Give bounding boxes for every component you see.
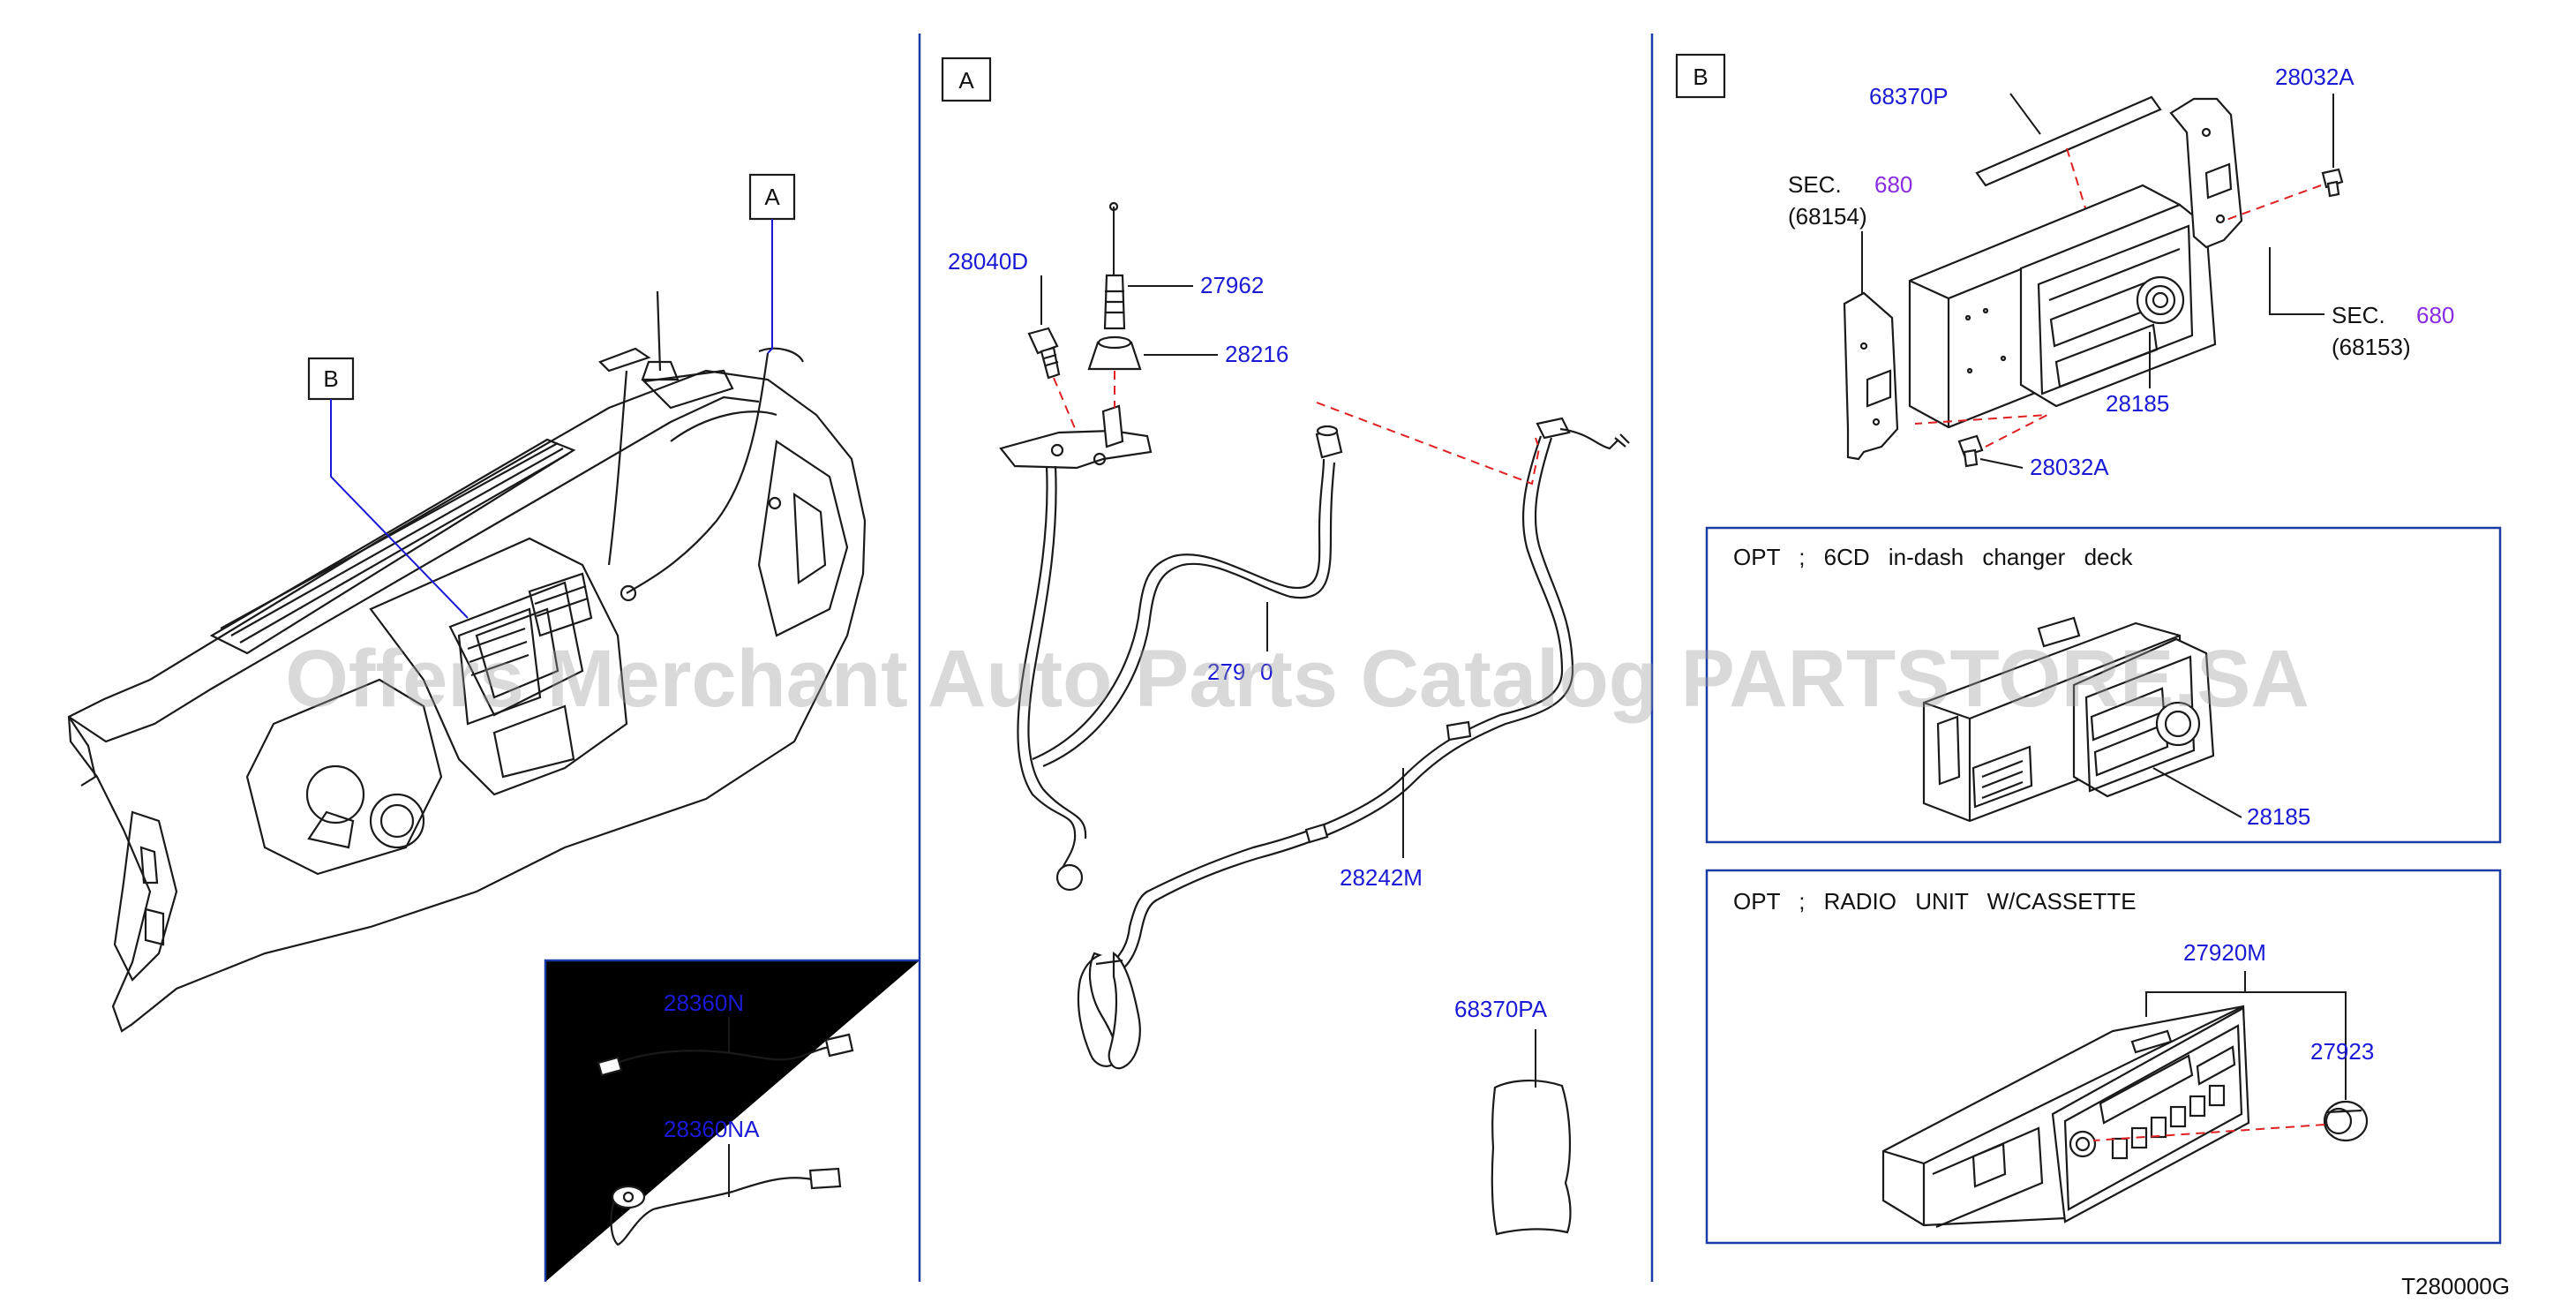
callout-b-label: B: [323, 365, 338, 392]
ground-strap-28360n: [597, 1033, 854, 1077]
part-28185-main[interactable]: 28185: [2106, 390, 2169, 417]
callout-b[interactable]: B: [307, 357, 355, 401]
part-28032a-bottom[interactable]: 28032A: [2030, 454, 2109, 480]
screw-28032a-bottom: [1957, 434, 1984, 468]
section-b-box: B: [1675, 53, 1726, 99]
callout-a-leader: [767, 219, 773, 354]
part-28032a-top[interactable]: 28032A: [2275, 64, 2354, 90]
dash-screw-bottom: [1914, 414, 2048, 448]
part-279x0[interactable]: 279: [1207, 659, 1245, 685]
part-27962[interactable]: 27962: [1200, 272, 1264, 298]
part-279x0-tail: 0: [1260, 659, 1273, 685]
radio-unit-main: [1908, 184, 2217, 429]
diagram-code: T280000G: [2401, 1273, 2510, 1299]
bracket-left: [1843, 291, 1899, 461]
callout-a-label: A: [764, 184, 780, 210]
sec-right-prefix: SEC.: [2332, 302, 2385, 328]
part-68370p[interactable]: 68370P: [1869, 83, 1949, 109]
panel-cassette: [1705, 869, 2502, 1245]
sec-left-ref: (68154): [1788, 203, 1867, 230]
leader-28185-changer: [2152, 767, 2242, 818]
panel-changer: [1705, 526, 2502, 844]
sec-left-number[interactable]: 680: [1874, 171, 1912, 198]
leader-28032a-bottom: [1979, 458, 2024, 469]
watermark: Offers Merchant Auto Parts Catalog PARTS…: [285, 634, 2309, 724]
callout-a[interactable]: A: [748, 173, 796, 221]
part-28040d[interactable]: 28040D: [948, 248, 1028, 275]
sec-left-prefix: SEC.: [1788, 171, 1842, 198]
part-27920m[interactable]: 27920M: [2183, 939, 2266, 966]
screw-28032a-top: [2321, 168, 2344, 198]
part-28242m[interactable]: 28242M: [1340, 864, 1423, 891]
callout-b-leader: [330, 399, 469, 619]
ground-strap-28360na: [610, 1167, 842, 1246]
antenna-main-cable: [1077, 417, 1630, 1070]
dash-bolt-bracket: [1053, 377, 1078, 433]
sec-right-ref: (68153): [2332, 334, 2411, 360]
part-28360n[interactable]: 28360N: [664, 990, 744, 1016]
opt-cassette-text: OPT ; RADIO UNIT W/CASSETTE: [1733, 888, 2137, 915]
dash-screw-top: [2223, 184, 2322, 222]
part-68370pa[interactable]: 68370PA: [1454, 996, 1548, 1022]
antenna-feeder-cable: [1017, 425, 1343, 892]
section-a-box: A: [941, 56, 992, 102]
antenna-bracket: [999, 404, 1153, 470]
part-27923[interactable]: 27923: [2310, 1038, 2374, 1065]
opt-changer-text: OPT ; 6CD in-dash changer deck: [1733, 544, 2133, 570]
cassette-radio-unit: [1881, 1005, 2250, 1229]
bracket-right: [2169, 97, 2243, 249]
bolt-28040d: [1027, 327, 1061, 380]
dash-connector: [1316, 402, 1541, 486]
leader-68370p: [2009, 93, 2041, 135]
leader-sec-right: [2269, 247, 2324, 315]
sec-right-number[interactable]: 680: [2416, 302, 2454, 328]
wrap-sheet: [1491, 1079, 1572, 1236]
dash-knob: [2092, 1124, 2325, 1141]
antenna-rod: [1103, 201, 1126, 330]
changer-deck-unit: [1922, 616, 2215, 823]
part-28360na[interactable]: 28360NA: [664, 1116, 760, 1142]
section-b-label: B: [1693, 64, 1708, 90]
instrument-panel-illustration: [67, 290, 867, 1033]
part-28216[interactable]: 28216: [1225, 341, 1288, 367]
knob-27923: [2323, 1100, 2369, 1142]
section-a-label: A: [958, 67, 974, 94]
part-28185-changer[interactable]: 28185: [2247, 803, 2310, 830]
trim-strip: [1975, 95, 2162, 187]
antenna-base: [1087, 335, 1142, 371]
